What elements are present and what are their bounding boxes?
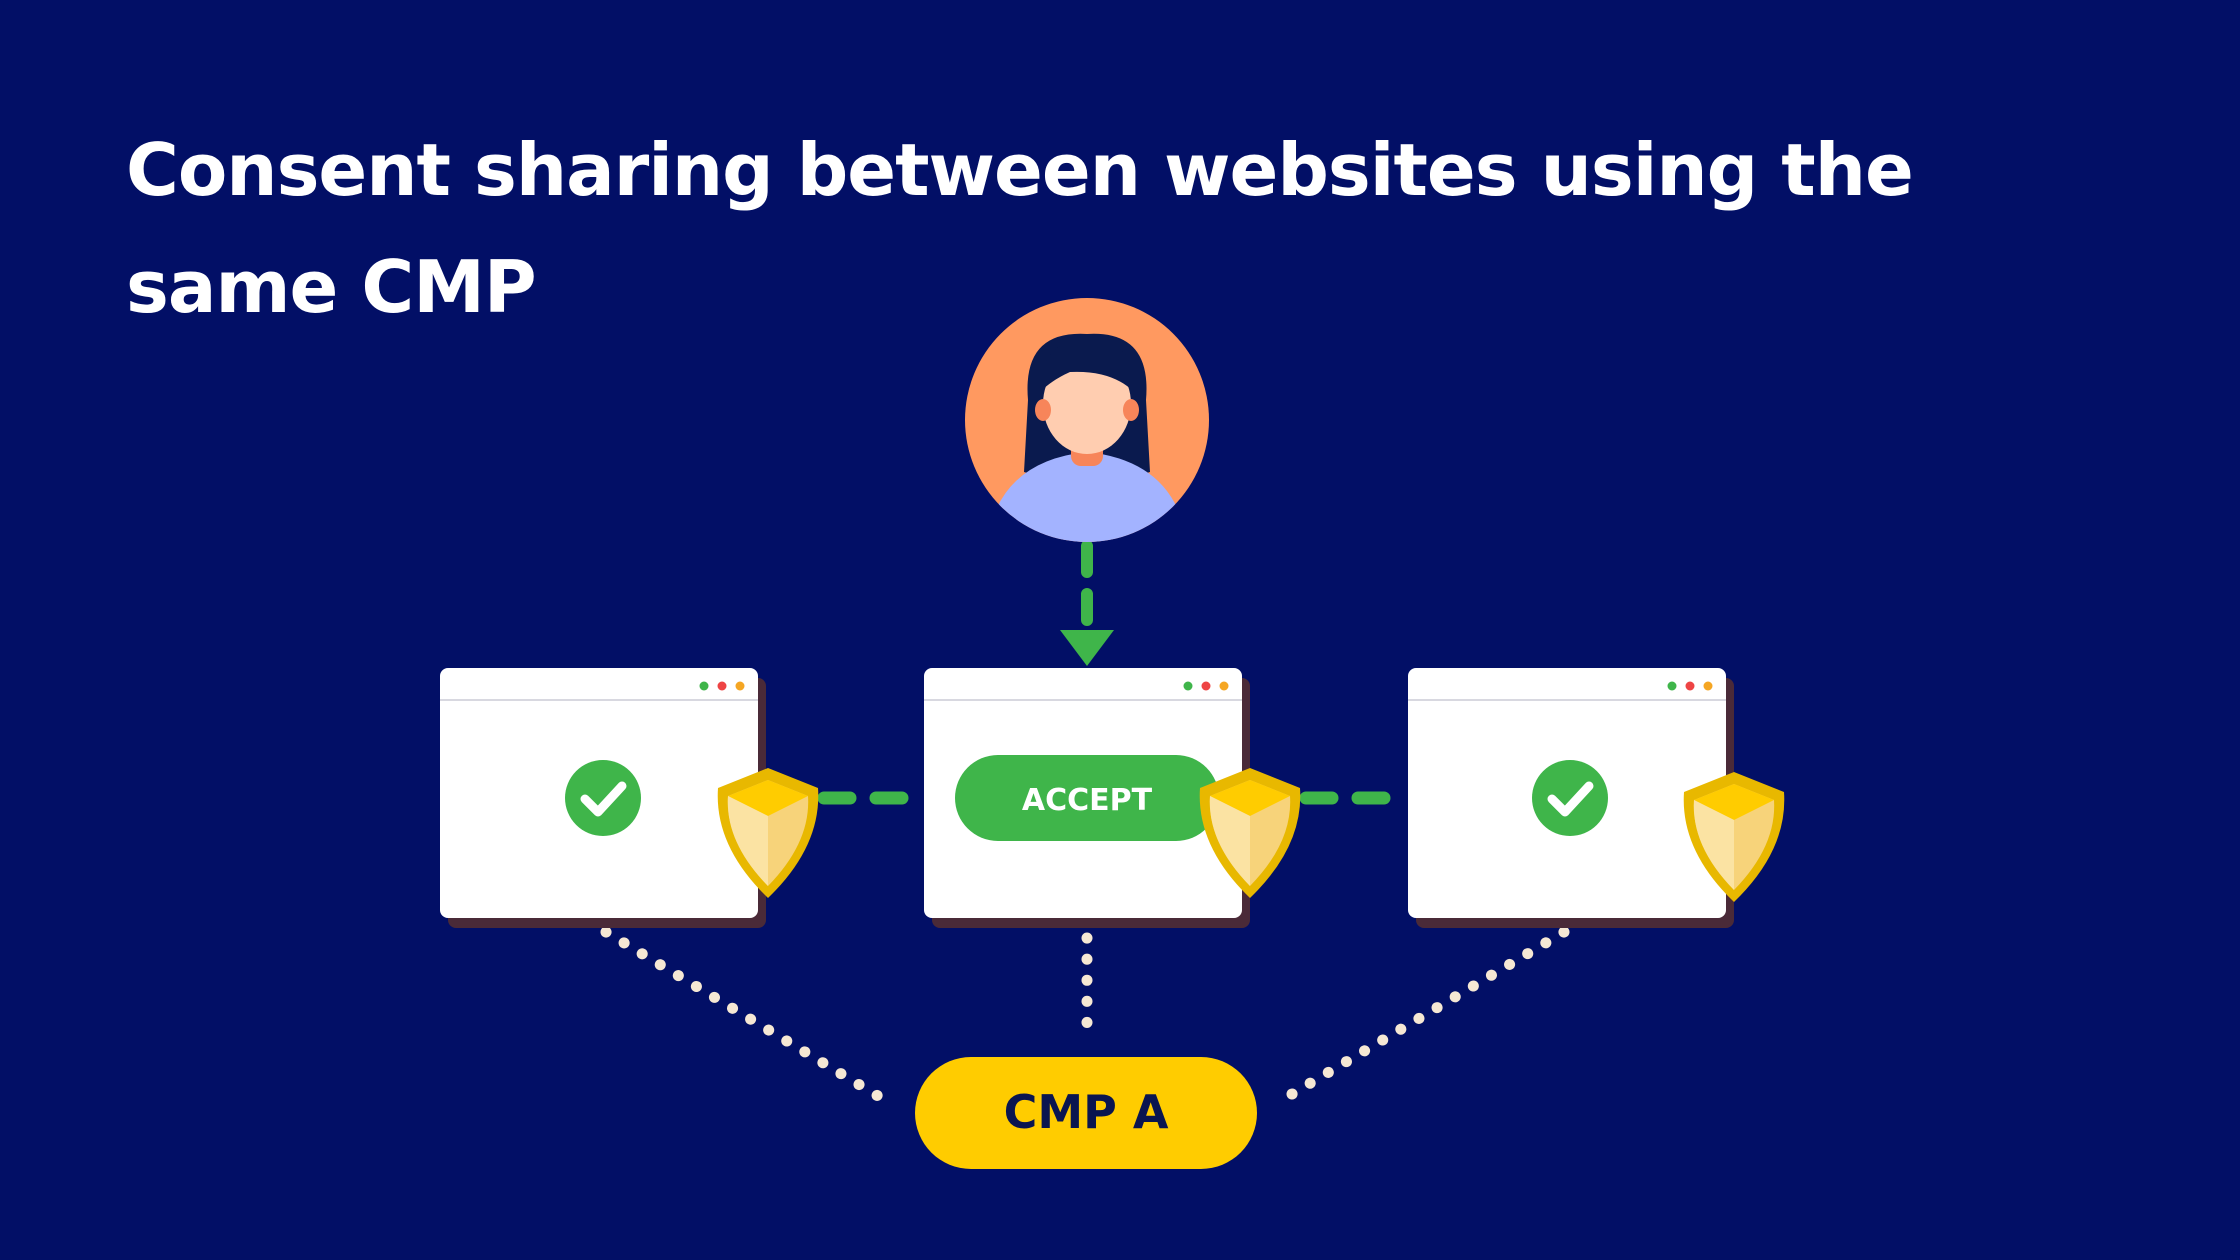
website-window-center: ACCEPT — [924, 668, 1250, 928]
shield-icon — [717, 768, 819, 898]
page-title: Consent sharing between websites using t… — [126, 128, 1914, 329]
arrow-down-icon — [1060, 540, 1114, 666]
website-window-right — [1408, 668, 1734, 928]
check-circle-icon — [565, 760, 641, 836]
accept-button[interactable]: ACCEPT — [955, 755, 1219, 841]
check-circle-icon — [1532, 760, 1608, 836]
cmp-connectors — [600, 926, 1570, 1108]
connector-right-cmp — [1276, 926, 1570, 1106]
cmp-badge: CMP A — [915, 1057, 1257, 1169]
connector-left-cmp — [600, 926, 894, 1108]
website-window-left — [440, 668, 766, 928]
window-controls — [699, 681, 745, 691]
window-controls — [1183, 681, 1229, 691]
window-controls — [1667, 681, 1713, 691]
shield-icon — [1199, 768, 1301, 898]
woman-avatar-icon — [965, 298, 1209, 542]
shield-icon — [1683, 772, 1785, 902]
accept-button-label: ACCEPT — [1022, 783, 1153, 818]
cmp-label: CMP A — [1004, 1085, 1169, 1139]
